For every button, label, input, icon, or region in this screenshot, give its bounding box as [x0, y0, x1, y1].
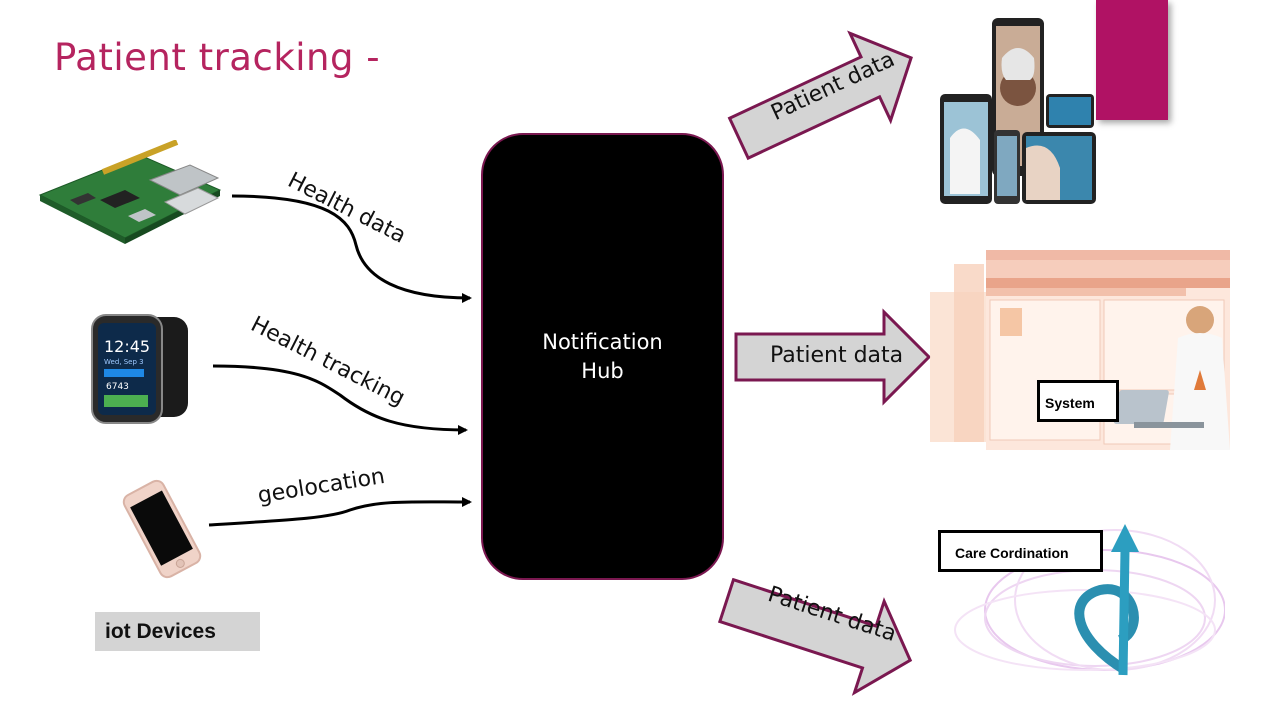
notification-hub	[481, 133, 724, 580]
system-label: System	[1037, 380, 1119, 422]
raspberry-pi-board-icon	[38, 140, 222, 244]
watch-date: Wed, Sep 3	[104, 358, 144, 366]
patient-data-arrow-top	[727, 30, 913, 161]
iot-devices-caption-bg	[95, 612, 260, 651]
iot-devices-caption: iot Devices	[105, 620, 216, 643]
slide-title: Patient tracking -	[54, 36, 381, 79]
patient-data-arrow-bottom	[717, 577, 913, 696]
smartphone-icon	[122, 479, 202, 579]
health-data-connector	[231, 194, 472, 303]
accent-bar	[1096, 0, 1168, 120]
care-coordination-image	[954, 524, 1225, 676]
notification-hub-label: Notification Hub	[481, 328, 724, 386]
hub-label-line2: Hub	[581, 359, 624, 383]
health-tracking-connector	[212, 364, 468, 435]
patient-data-arrow-middle	[734, 308, 932, 406]
watch-steps: 6743	[106, 382, 129, 392]
patient-data-label-middle: Patient data	[770, 343, 904, 368]
mobile-devices-image	[940, 18, 1096, 204]
geolocation-connector	[208, 496, 472, 527]
hub-label-line1: Notification	[542, 330, 663, 354]
smartwatch-icon: 12:45 Wed, Sep 3 6743	[91, 314, 188, 424]
watch-time: 12:45	[104, 337, 150, 356]
care-coordination-label: Care Cordination	[938, 530, 1103, 572]
